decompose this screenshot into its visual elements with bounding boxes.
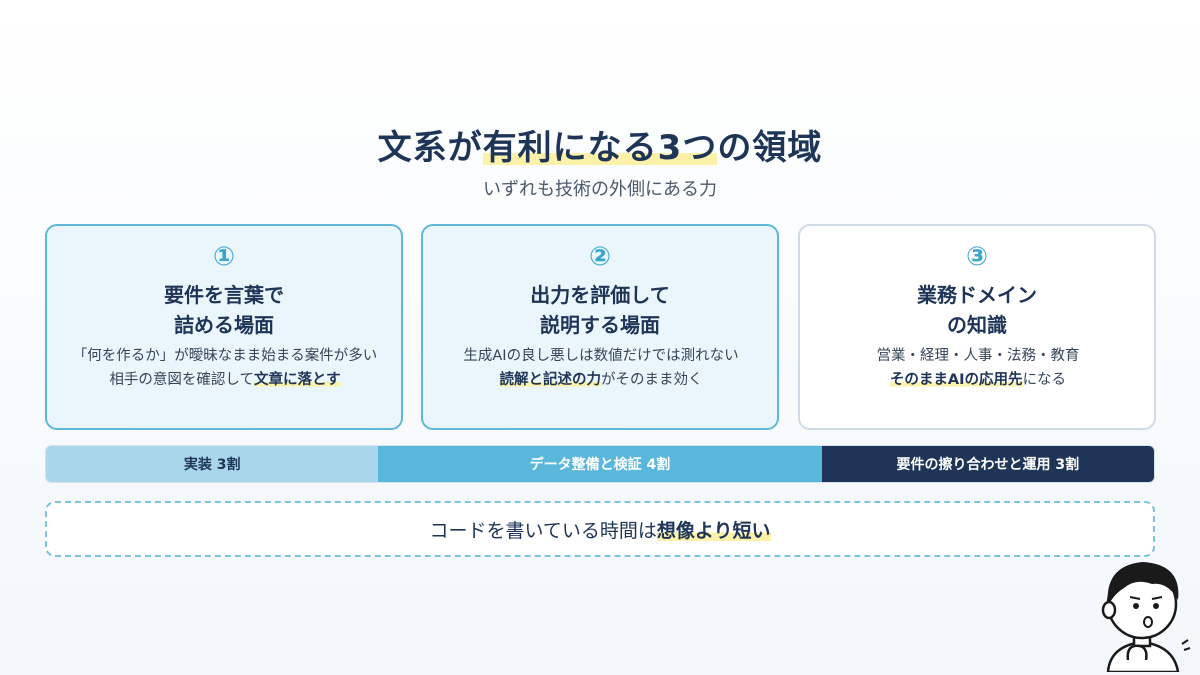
card-heading: 要件を言葉で 詰める場面 <box>47 280 401 340</box>
card-body-highlight: 読解と記述の力 <box>499 372 601 388</box>
page-subtitle: いずれも技術の外側にある力 <box>483 179 717 200</box>
card-heading-line1: 業務ドメイン <box>917 283 1037 307</box>
bar-segment-requirements-ops: 要件の擦り合わせと運用 3割 <box>821 446 1154 482</box>
note-box: コードを書いている時間は想像より短い <box>45 501 1155 557</box>
card-body: 生成AIの良し悪しは数値だけでは測れない 読解と記述の力がそのまま効く <box>435 344 767 392</box>
title-highlight: 有利になる3つ <box>482 128 718 168</box>
card-domain-knowledge: ③ 業務ドメイン の知識 営業・経理・人事・法務・教育 そのままAIの応用先にな… <box>798 224 1156 430</box>
card-number: ① <box>212 242 235 272</box>
bar-segment-implementation: 実装 3割 <box>46 446 379 482</box>
card-body-line2: 相手の意図を確認して文章に落とす <box>59 368 391 392</box>
card-body-line1: 「何を作るか」が曖昧なまま始まる案件が多い <box>72 348 378 364</box>
work-share-bar: 実装 3割 データ整備と検証 4割 要件の擦り合わせと運用 3割 <box>45 445 1155 483</box>
card-body-line2-pre: 相手の意図を確認して <box>109 372 254 388</box>
card-body-highlight: 文章に落とす <box>254 372 341 388</box>
title-pre: 文系が <box>377 128 483 168</box>
card-evaluation: ② 出力を評価して 説明する場面 生成AIの良し悪しは数値だけでは測れない 読解… <box>421 224 779 430</box>
bar-segment-data-validation: データ整備と検証 4割 <box>378 446 822 482</box>
card-heading-line2: の知識 <box>947 313 1007 337</box>
card-body: 「何を作るか」が曖昧なまま始まる案件が多い 相手の意図を確認して文章に落とす <box>59 344 391 392</box>
card-requirements: ① 要件を言葉で 詰める場面 「何を作るか」が曖昧なまま始まる案件が多い 相手の… <box>45 224 403 430</box>
card-body-line2: そのままAIの応用先になる <box>812 368 1144 392</box>
page-title: 文系が有利になる3つの領域 <box>0 120 1200 169</box>
card-number: ③ <box>965 242 988 272</box>
card-heading-line1: 出力を評価して <box>530 283 670 307</box>
card-body: 営業・経理・人事・法務・教育 そのままAIの応用先になる <box>812 344 1144 392</box>
card-body-line1: 営業・経理・人事・法務・教育 <box>876 348 1080 364</box>
card-heading-line2: 説明する場面 <box>540 313 660 337</box>
card-heading: 業務ドメイン の知識 <box>800 280 1154 340</box>
card-number: ② <box>588 242 611 272</box>
card-heading-line1: 要件を言葉で <box>164 283 284 307</box>
card-heading: 出力を評価して 説明する場面 <box>423 280 777 340</box>
card-body-line2-post: になる <box>1022 372 1067 388</box>
surprised-person-icon <box>1101 562 1191 672</box>
card-body-line2-post: がそのまま効く <box>601 372 703 388</box>
note-pre: コードを書いている時間は <box>429 519 657 542</box>
card-heading-line2: 詰める場面 <box>174 313 274 337</box>
card-body-line2: 読解と記述の力がそのまま効く <box>435 368 767 392</box>
title-post: の領域 <box>717 128 823 168</box>
card-body-line1: 生成AIの良し悪しは数値だけでは測れない <box>463 348 739 364</box>
note-highlight: 想像より短い <box>656 515 771 543</box>
card-body-highlight: そのままAIの応用先 <box>889 372 1023 388</box>
